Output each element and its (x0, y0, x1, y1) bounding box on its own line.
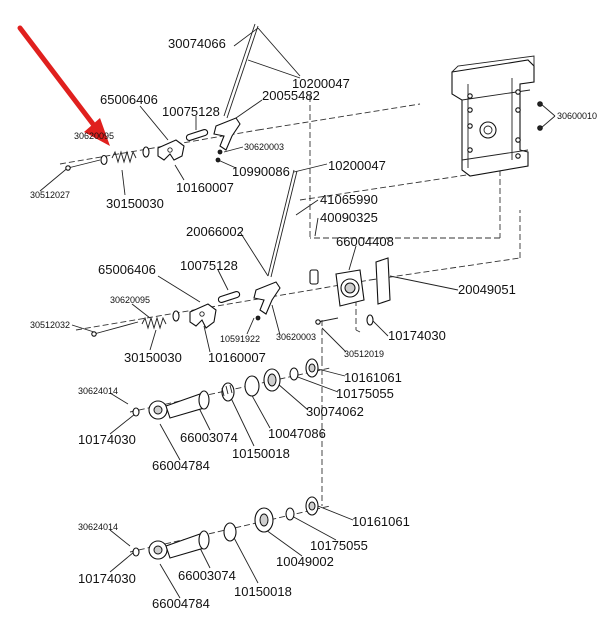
label-10160007: 10160007 (176, 180, 234, 195)
label-30150030: 30150030 (106, 196, 164, 211)
label-30624014: 30624014 (78, 386, 118, 396)
label-10160007: 10160007 (208, 350, 266, 365)
label-30074062: 30074062 (306, 404, 364, 419)
label-41065990: 41065990 (320, 192, 378, 207)
label-10174030: 10174030 (78, 432, 136, 447)
label-30620095: 30620095 (110, 295, 150, 305)
label-10047086: 10047086 (268, 426, 326, 441)
label-30620095: 30620095 (74, 131, 114, 141)
label-30512027: 30512027 (30, 190, 70, 200)
highlight-arrow (17, 25, 110, 146)
label-30512019: 30512019 (344, 349, 384, 359)
label-20049051: 20049051 (458, 282, 516, 297)
label-10174030: 10174030 (78, 571, 136, 586)
label-20066002: 20066002 (186, 224, 244, 239)
label-30150030: 30150030 (124, 350, 182, 365)
label-10174030: 10174030 (388, 328, 446, 343)
top-linkage-assembly (65, 23, 259, 171)
label-65006406: 65006406 (100, 92, 158, 107)
label-10075128: 10075128 (180, 258, 238, 273)
label-66004784: 66004784 (152, 458, 210, 473)
label-10175055: 10175055 (336, 386, 394, 401)
label-30624014: 30624014 (78, 522, 118, 532)
label-66003074: 66003074 (178, 568, 236, 583)
label-30620003: 30620003 (276, 332, 316, 342)
label-66004408: 66004408 (336, 234, 394, 249)
label-10150018: 10150018 (232, 446, 290, 461)
label-10075128: 10075128 (162, 104, 220, 119)
frame-assembly (451, 55, 543, 177)
label-40090325: 40090325 (320, 210, 378, 225)
label-30600010: 30600010 (557, 111, 597, 121)
label-30074066: 30074066 (168, 36, 226, 51)
shaft-assembly-upper (132, 358, 319, 420)
label-10175055: 10175055 (310, 538, 368, 553)
label-10150018: 10150018 (234, 584, 292, 599)
label-10049002: 10049002 (276, 554, 334, 569)
label-10161061: 10161061 (344, 370, 402, 385)
leader-lines (39, 27, 556, 599)
label-10591922: 10591922 (220, 334, 260, 344)
middle-linkage-assembly (91, 169, 391, 337)
label-30620003: 30620003 (244, 142, 284, 152)
label-30512032: 30512032 (30, 320, 70, 330)
label-66004784: 66004784 (152, 596, 210, 611)
label-10200047: 10200047 (292, 76, 350, 91)
label-20055482: 20055482 (262, 88, 320, 103)
label-65006406: 65006406 (98, 262, 156, 277)
label-10990086: 10990086 (232, 164, 290, 179)
label-10161061: 10161061 (352, 514, 410, 529)
label-66003074: 66003074 (180, 430, 238, 445)
part-labels: 30074066 10200047 65006406 10075128 2005… (30, 36, 597, 611)
label-10200047: 10200047 (328, 158, 386, 173)
shaft-assembly-lower (132, 496, 319, 560)
